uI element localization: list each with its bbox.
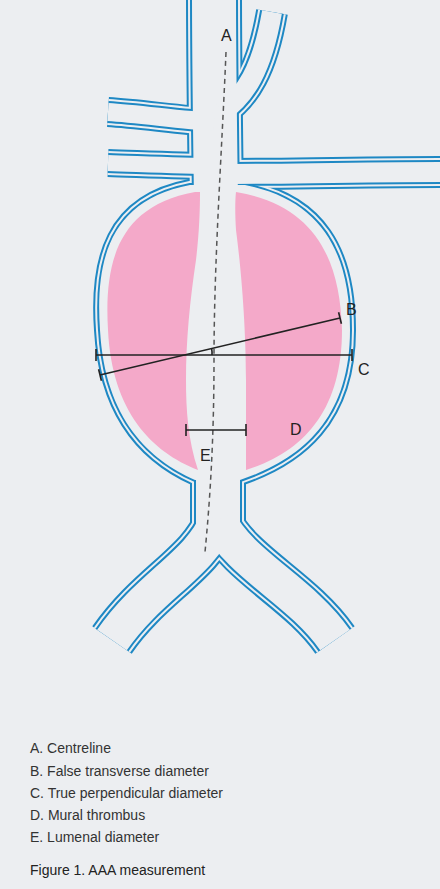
vessel-wall (216, 172, 440, 174)
callout-letter: D (290, 420, 302, 439)
callout-letter: C (358, 360, 370, 379)
vessel-wall (214, 0, 216, 200)
aneurysm-sac (99, 185, 350, 480)
vessel-wall (108, 112, 214, 122)
vessel-wall (108, 163, 214, 166)
vessel-wall (112, 520, 218, 640)
vessel-wall (218, 520, 335, 640)
key-item: C. True perpendicular diameter (30, 785, 223, 802)
vessel-wall (214, 0, 216, 200)
vessel-wall (108, 112, 214, 122)
vessel-wall (216, 172, 440, 174)
vessel-wall (112, 520, 218, 640)
vessel-wall (108, 163, 214, 166)
vessel-wall (218, 520, 335, 640)
vessel-wall (218, 520, 335, 640)
key-item: A. Centreline (30, 740, 111, 757)
vessel-wall (108, 163, 214, 166)
vessel-wall (108, 112, 214, 122)
vessel-wall (108, 112, 214, 122)
centreline (205, 52, 226, 552)
key-item: B. False transverse diameter (30, 763, 209, 780)
key-item: E. Lumenal diameter (30, 829, 159, 846)
mural-thrombus (107, 192, 200, 470)
key-item: D. Mural thrombus (30, 807, 145, 824)
aneurysm-sac (99, 185, 350, 480)
vessel-wall (222, 12, 272, 112)
aneurysm-sac (99, 185, 350, 480)
callout-letter: A (221, 26, 232, 45)
vessel-wall (112, 520, 218, 640)
vessel-wall (218, 520, 335, 640)
callout-letter: B (346, 300, 357, 319)
vessel-wall (216, 172, 440, 174)
vessel-wall (214, 0, 216, 200)
aneurysm-sac (99, 185, 350, 480)
vessel-wall (216, 172, 440, 174)
aorta-vessel (99, 0, 440, 640)
vessel-wall (108, 163, 214, 166)
callout-letter: E (200, 446, 211, 465)
measure-lines (96, 312, 352, 436)
figure-caption: Figure 1. AAA measurement (30, 862, 205, 879)
vessel-wall (112, 520, 218, 640)
vessel-wall (214, 0, 216, 200)
